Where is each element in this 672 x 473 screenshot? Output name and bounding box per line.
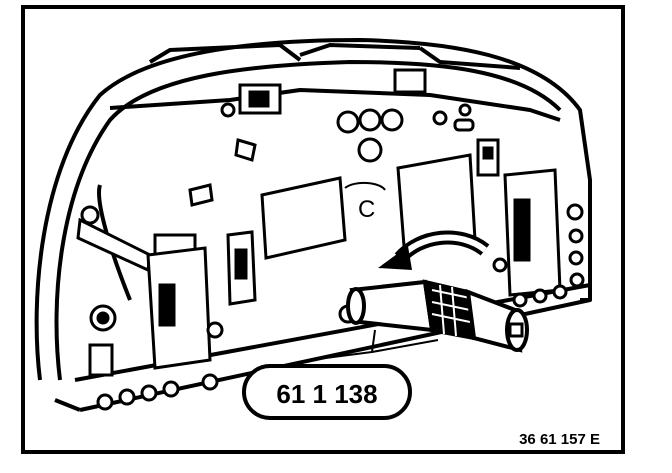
- tool-callout-pill: [242, 364, 412, 420]
- rotation-mark-label: C: [358, 196, 375, 223]
- special-tool: [346, 279, 529, 353]
- left-clips: [76, 205, 257, 377]
- top-connectors: [220, 68, 475, 163]
- callout-leaders: [309, 329, 439, 361]
- gauge-panels: [188, 138, 477, 260]
- figure-id: 36 61 157 E: [519, 431, 600, 448]
- tool-number: 61 1 138: [276, 379, 377, 409]
- tool-callout: 61 1 138: [242, 364, 412, 420]
- right-clips: [476, 138, 585, 297]
- rotation-arrow: [378, 230, 490, 270]
- cluster-housing: [34, 38, 592, 412]
- rotation-mark: C: [344, 182, 386, 223]
